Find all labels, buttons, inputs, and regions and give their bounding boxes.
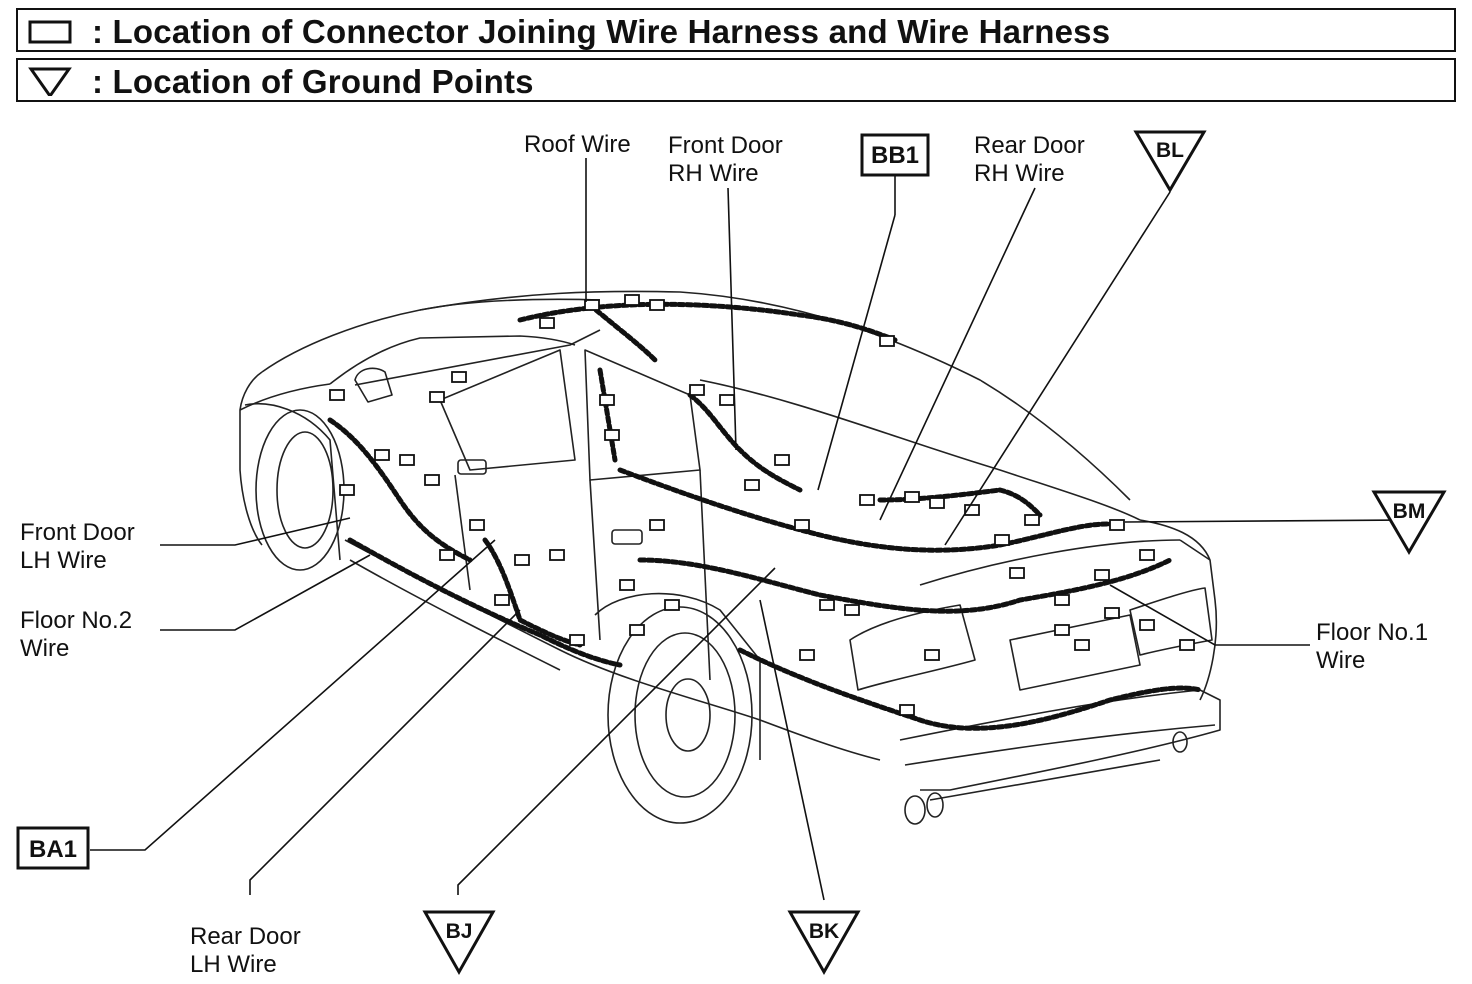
ground-bl-label: BL <box>1156 139 1184 162</box>
connector-ba1: BA1 <box>16 826 90 870</box>
roof-harness-branch <box>587 302 658 363</box>
legend-connector-row: : Location of Connector Joining Wire Har… <box>16 8 1456 52</box>
rear-wheel <box>594 592 761 824</box>
label-rear-door-lh-line2: LH Wire <box>190 951 277 978</box>
connector-bb1: BB1 <box>860 133 930 177</box>
label-floor-no2-line2: Wire <box>20 635 69 662</box>
ground-bk: BK <box>787 910 861 976</box>
connector-box-icon <box>28 20 72 44</box>
ground-bk-label: BK <box>809 920 839 943</box>
floor-no1-harness <box>637 557 1173 614</box>
front-wheel <box>244 402 345 571</box>
ground-bm: BM <box>1371 490 1447 555</box>
label-front-door-rh-line2: RH Wire <box>668 160 759 187</box>
car-body-outline <box>239 290 1221 801</box>
floor-no2-harness <box>347 537 623 668</box>
label-front-door-rh-line1: Front Door <box>668 132 783 159</box>
connector-bb1-label: BB1 <box>871 142 919 169</box>
leader-lines <box>90 158 1409 901</box>
label-floor-no2-line1: Floor No.2 <box>20 607 132 634</box>
center-harness <box>617 467 1123 553</box>
label-rear-door-rh-line2: RH Wire <box>974 160 1065 187</box>
legend-connector-text: : Location of Connector Joining Wire Har… <box>92 13 1111 50</box>
legend-ground-text: : Location of Ground Points <box>92 63 534 100</box>
small-connectors <box>329 294 1195 716</box>
label-front-door-lh-line1: Front Door <box>20 519 135 546</box>
front-door-rh-harness <box>687 392 803 493</box>
label-roof-wire: Roof Wire <box>524 131 631 158</box>
roof-harness <box>517 301 898 343</box>
label-floor-no1-line1: Floor No.1 <box>1316 619 1428 646</box>
floor-no1-rear <box>737 647 1203 731</box>
label-rear-door-rh-line1: Rear Door <box>974 132 1085 159</box>
exhaust-pipes <box>904 731 1188 825</box>
ground-bm-label: BM <box>1393 500 1426 523</box>
wire-labels: Roof Wire Front Door RH Wire Rear Door R… <box>20 131 1428 978</box>
connector-ba1-label: BA1 <box>29 836 77 863</box>
legend-ground-row: : Location of Ground Points <box>16 58 1456 102</box>
ground-triangle-icon <box>28 67 72 96</box>
label-floor-no1-line2: Wire <box>1316 647 1365 674</box>
rear-door-rh-harness <box>877 487 1043 518</box>
rear-door-lh-harness <box>482 537 583 648</box>
ground-bj-label: BJ <box>446 920 473 943</box>
label-front-door-lh-line2: LH Wire <box>20 547 107 574</box>
front-door-lh-harness <box>327 417 473 563</box>
pillar-harness <box>597 367 618 463</box>
label-rear-door-lh-line1: Rear Door <box>190 923 301 950</box>
ground-bl: BL <box>1133 130 1207 193</box>
ground-bj: BJ <box>422 910 496 976</box>
wire-harnesses <box>327 301 1203 731</box>
